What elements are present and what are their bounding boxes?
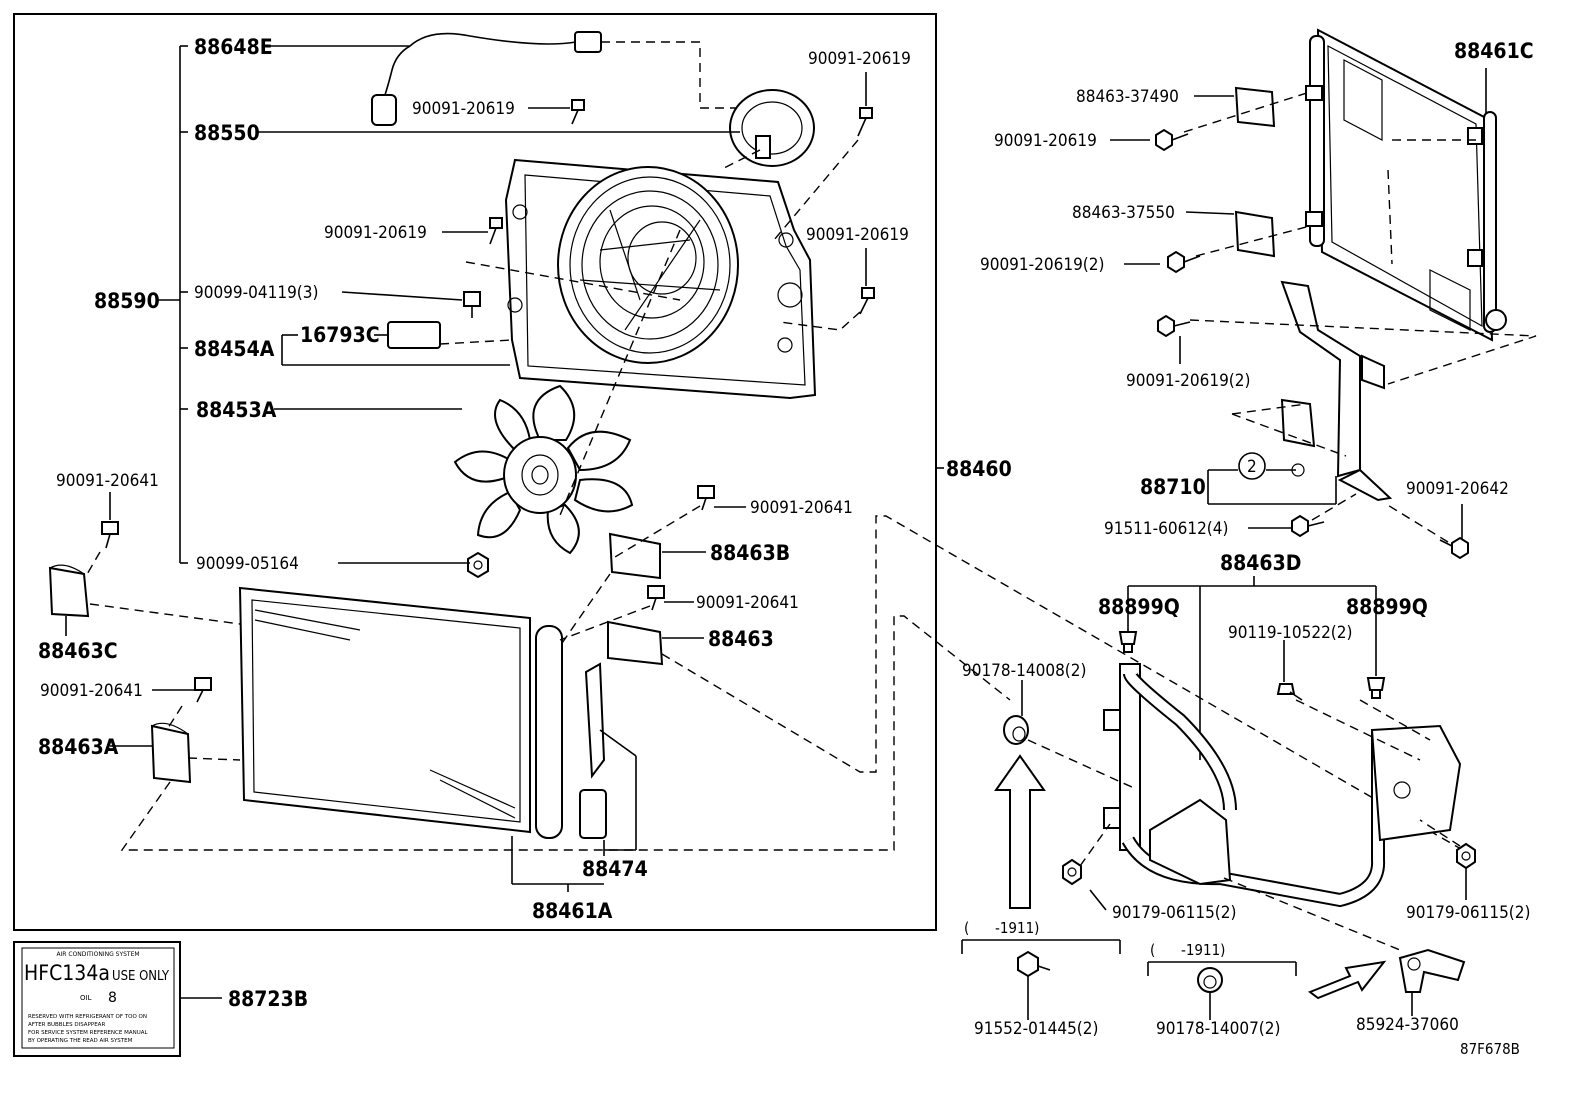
label-88463B[interactable]: 88463B (710, 541, 790, 565)
part-labels: 88648E 88550 88590 90099-04119(3) 88454A… (38, 35, 1534, 1058)
label-85924-37060[interactable]: 85924-37060 (1356, 1015, 1459, 1035)
label-90099-04119[interactable]: 90099-04119(3) (194, 283, 318, 303)
label-90091-20641-c[interactable]: 90091-20641 (696, 593, 799, 613)
label-90179-06115-right[interactable]: 90179-06115(2) (1406, 903, 1530, 923)
leader-lines-main (65, 72, 944, 747)
label-88648E[interactable]: 88648E (194, 35, 273, 59)
label-88461A[interactable]: 88461A (532, 899, 613, 923)
label-88463D[interactable]: 88463D (1220, 551, 1301, 575)
condenser-core (238, 586, 563, 839)
label-88454A[interactable]: 88454A (194, 337, 275, 361)
label-88453A[interactable]: 88453A (196, 398, 277, 422)
label-88590[interactable]: 88590 (94, 289, 160, 313)
plate-fine-4: BY OPERATING THE READ AIR SYSTEM (28, 1038, 133, 1044)
label-90091-20619-d[interactable]: 90091-20619 (806, 225, 909, 245)
label-88463[interactable]: 88463 (708, 627, 774, 651)
up-arrow-icon (994, 754, 1046, 909)
fan-shroud (504, 158, 817, 400)
pipe-bracket (1103, 663, 1462, 908)
label-90091-20641-d[interactable]: 90091-20641 (40, 681, 143, 701)
label-88463-37490[interactable]: 88463-37490 (1076, 87, 1179, 107)
label-88710[interactable]: 88710 (1140, 475, 1206, 499)
label-90178-14007[interactable]: 90178-14007(2) (1156, 1019, 1280, 1039)
label-90091-20642[interactable]: 90091-20642 (1406, 479, 1509, 499)
label-90091-20619-e[interactable]: 90091-20619 (994, 131, 1097, 151)
dashed-leaders-main (85, 139, 1481, 861)
label-88474[interactable]: 88474 (582, 857, 648, 881)
lower-parts (961, 939, 1466, 1020)
label-90091-20619-f[interactable]: 90091-20619(2) (980, 255, 1104, 275)
label-90091-20641-b[interactable]: 90091-20641 (750, 498, 853, 518)
fan-blade (453, 384, 634, 555)
label-88463C[interactable]: 88463C (38, 639, 118, 663)
label-90091-20619-a[interactable]: 90091-20619 (412, 99, 515, 119)
plate-main: HFC134a (24, 961, 110, 985)
plate-fine-2: AFTER BUBBLES DISAPPEAR (28, 1022, 105, 1028)
label-90099-05164[interactable]: 90099-05164 (196, 554, 299, 574)
label-90091-20619-b[interactable]: 90091-20619 (808, 49, 911, 69)
bolt-icons (101, 99, 875, 703)
label-88899Q-right[interactable]: 88899Q (1346, 595, 1428, 619)
label-88461C[interactable]: 88461C (1454, 39, 1534, 63)
label-90179-06115-left[interactable]: 90179-06115(2) (1112, 903, 1236, 923)
callout-circle (1238, 452, 1266, 480)
bracket-88461A (511, 836, 604, 892)
label-90178-14008[interactable]: 90178-14008(2) (962, 661, 1086, 681)
dashed-leaders-right (1183, 91, 1537, 543)
label-90119-10522[interactable]: 90119-10522(2) (1228, 623, 1352, 643)
plate-use-only: USE ONLY (112, 969, 170, 984)
clip-icons (1003, 631, 1476, 886)
plate-qty-value: 8 (108, 990, 117, 1006)
label-88460[interactable]: 88460 (946, 457, 1012, 481)
right-arrow-icon (1307, 960, 1387, 1000)
fan-motor (258, 89, 815, 171)
bracket-88590 (158, 45, 188, 564)
bracket-88710 (1207, 469, 1463, 540)
callout-2-label: 2 (1247, 457, 1257, 477)
label-plate-text: AIR CONDITIONING SYSTEM HFC134a USE ONLY… (24, 951, 170, 1044)
bracket-88463D (1127, 576, 1377, 760)
label-88899Q-left[interactable]: 88899Q (1098, 595, 1180, 619)
plate-qty-label: OIL (80, 994, 92, 1002)
bolt-icons-right (1155, 128, 1469, 560)
hfc-label-plate (13, 941, 222, 1057)
assembly-frame (13, 13, 937, 931)
label-88463-37550[interactable]: 88463-37550 (1072, 203, 1175, 223)
leader-lines-right (1021, 95, 1467, 911)
plate-header: AIR CONDITIONING SYSTEM (56, 951, 139, 958)
drier-element (579, 662, 637, 856)
plate-fine-3: FOR SERVICE SYSTEM REFERENCE MANUAL (28, 1030, 148, 1036)
plate-fine-1: RESERVED WITH REFRIGERANT OF TOO ON (28, 1014, 147, 1020)
figure-code: 87F678B (1460, 1040, 1520, 1058)
label-91552-01445[interactable]: 91552-01445(2) (974, 1019, 1098, 1039)
date-range-left: ( -1911) (964, 919, 1039, 937)
label-91511-60612[interactable]: 91511-60612(4) (1104, 519, 1228, 539)
dashed-leaders-lower-right (1027, 699, 1461, 951)
label-16793C-icon (387, 321, 441, 349)
label-88723B[interactable]: 88723B (228, 987, 308, 1011)
date-range-right: ( -1911) (1150, 941, 1225, 959)
label-88550[interactable]: 88550 (194, 121, 260, 145)
label-90091-20619-c[interactable]: 90091-20619 (324, 223, 427, 243)
condenser-88461C (1305, 28, 1507, 342)
label-16793C[interactable]: 16793C (300, 323, 380, 347)
label-90091-20619-g[interactable]: 90091-20619(2) (1126, 371, 1250, 391)
label-90091-20641-a[interactable]: 90091-20641 (56, 471, 159, 491)
label-88463A[interactable]: 88463A (38, 735, 119, 759)
bracket-icons (48, 532, 664, 784)
sensor-wire (268, 31, 742, 126)
right-brackets (1234, 86, 1393, 502)
